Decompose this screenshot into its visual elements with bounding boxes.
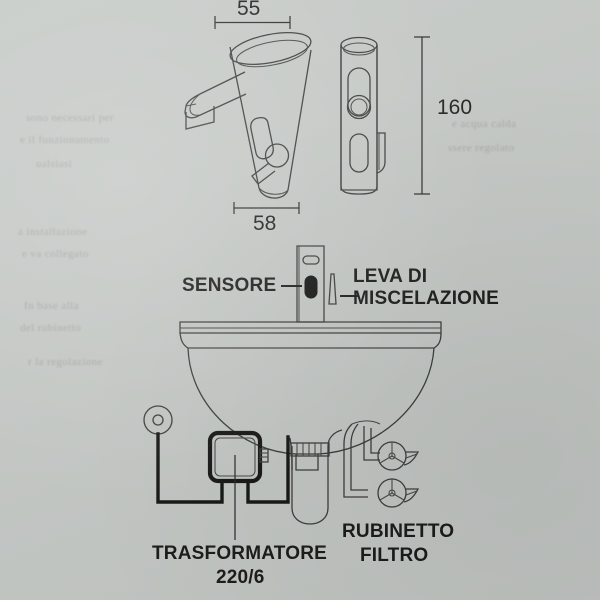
sensor-eye-icon — [304, 275, 318, 299]
sensor-unit-assembly — [296, 245, 337, 323]
dimension-height — [414, 36, 430, 195]
label-miscelazione: MISCELAZIONE — [353, 288, 499, 309]
dimension-value-top-width: 55 — [237, 0, 261, 20]
faucet-perspective-view — [184, 32, 312, 199]
supply-pipework — [343, 420, 381, 498]
dimension-value-height: 160 — [437, 96, 473, 119]
drain-trap — [289, 429, 343, 525]
dimension-top-width — [214, 16, 291, 29]
label-leva-di: LEVA DI — [353, 266, 428, 287]
basin — [179, 321, 442, 471]
label-trasformatore: TRASFORMATORE — [152, 543, 328, 564]
faucet-front-view — [340, 36, 386, 195]
transformer-unit — [207, 430, 269, 484]
filter-valve-upper — [377, 441, 420, 471]
power-wiring — [143, 405, 290, 504]
label-rubinetto: RUBINETTO — [342, 521, 455, 542]
dimension-bottom-width — [233, 202, 300, 214]
dimension-value-bottom-width: 58 — [253, 212, 277, 235]
label-sensore: SENSORE — [182, 275, 277, 296]
label-trasformatore-rating: 220/6 — [216, 567, 265, 588]
filter-valve-lower — [377, 478, 420, 508]
label-filtro: FILTRO — [360, 545, 429, 566]
